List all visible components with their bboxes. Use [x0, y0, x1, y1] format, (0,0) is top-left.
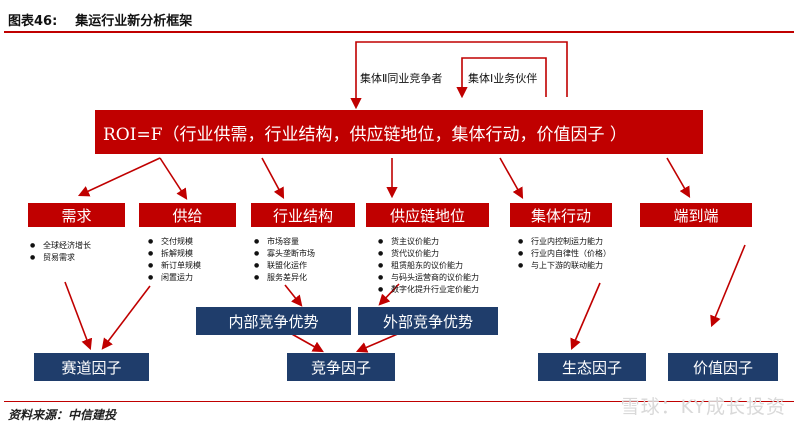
roi-to-supply-arrow	[159, 157, 188, 200]
category-supply-chain-position: 供应链地位	[366, 203, 489, 227]
list-item: 与上下游的联动能力	[518, 260, 611, 272]
list-item: 货代议价能力	[378, 248, 479, 260]
structure-bullets: 市场容量 寡头垄断市场 联盟化运作 服务差异化	[254, 236, 315, 284]
roi-function-box: ROI=F（行业供需，行业结构，供应链地位，集体行动，价值因子 ）	[95, 110, 703, 154]
list-item: 行业内控制运力能力	[518, 236, 611, 248]
collective-bullets: 行业内控制运力能力 行业内自律性（价格） 与上下游的联动能力	[518, 236, 611, 272]
source-note: 资料来源：中信建投	[8, 408, 117, 422]
roi-to-structure-arrow	[261, 157, 285, 199]
category-supply: 供给	[139, 203, 236, 227]
list-item: 闲置运力	[148, 272, 201, 284]
category-demand: 需求	[28, 203, 125, 227]
demand-to-track-arrow	[64, 281, 93, 351]
supply-chain-bullets: 货主议价能力 货代议价能力 租赁船东的议价能力 与码头运营商的议价能力 数字化提…	[378, 236, 479, 296]
list-item: 拆解规模	[148, 248, 201, 260]
list-item: 货主议价能力	[378, 236, 479, 248]
e2e-to-value-arrow	[710, 244, 746, 328]
list-item: 租赁船东的议价能力	[378, 260, 479, 272]
supply-to-track-arrow	[101, 285, 151, 350]
list-item: 全球经济增长	[30, 240, 91, 252]
competition-factor-box: 竞争因子	[287, 353, 395, 381]
list-item: 新订单规模	[148, 260, 201, 272]
internal-advantage-box: 内部竞争优势	[196, 307, 351, 335]
roi-to-e2e-arrow	[666, 157, 691, 198]
partner-label: 集体I业务伙伴	[468, 72, 538, 85]
ecology-factor-box: 生态因子	[538, 353, 646, 381]
figure-number: 图表46:	[8, 14, 58, 29]
internal-to-competition-arrow	[289, 332, 324, 353]
list-item: 服务差异化	[254, 272, 315, 284]
list-item: 寡头垄断市场	[254, 248, 315, 260]
watermark: 雪球：KY成长投资	[620, 396, 786, 418]
external-to-competition-arrow	[355, 332, 401, 353]
figure-title-text: 集运行业新分析框架	[75, 14, 193, 29]
supply-bullets: 交付规模 拆解规模 新订单规模 闲置运力	[148, 236, 201, 284]
list-item: 与码头运营商的议价能力	[378, 272, 479, 284]
list-item: 联盟化运作	[254, 260, 315, 272]
roi-to-collective-arrow	[499, 157, 524, 199]
collective-to-ecology-arrow	[570, 282, 601, 351]
demand-bullets: 全球经济增长 贸易需求	[30, 240, 91, 264]
list-item: 数字化提升行业定价能力	[378, 284, 479, 296]
list-item: 贸易需求	[30, 252, 91, 264]
roi-to-demand-arrow	[77, 157, 161, 197]
value-factor-box: 价值因子	[668, 353, 778, 381]
peer-competitor-label: 集体Ⅱ同业竞争者	[360, 72, 443, 85]
list-item: 行业内自律性（价格）	[518, 248, 611, 260]
track-factor-box: 赛道因子	[34, 353, 149, 381]
footer-rule	[4, 401, 794, 402]
category-collective-action: 集体行动	[510, 203, 612, 227]
partner-feedback-arrow	[456, 57, 547, 99]
list-item: 交付规模	[148, 236, 201, 248]
title-rule	[4, 31, 794, 33]
list-item: 市场容量	[254, 236, 315, 248]
figure-title: 图表46: 集运行业新分析框架	[8, 10, 192, 29]
peer-feedback-arrow	[350, 41, 568, 110]
external-advantage-box: 外部竞争优势	[358, 307, 498, 335]
category-end-to-end: 端到端	[640, 203, 752, 227]
structure-to-internal-arrow	[284, 284, 303, 307]
category-industry-structure: 行业结构	[251, 203, 355, 227]
